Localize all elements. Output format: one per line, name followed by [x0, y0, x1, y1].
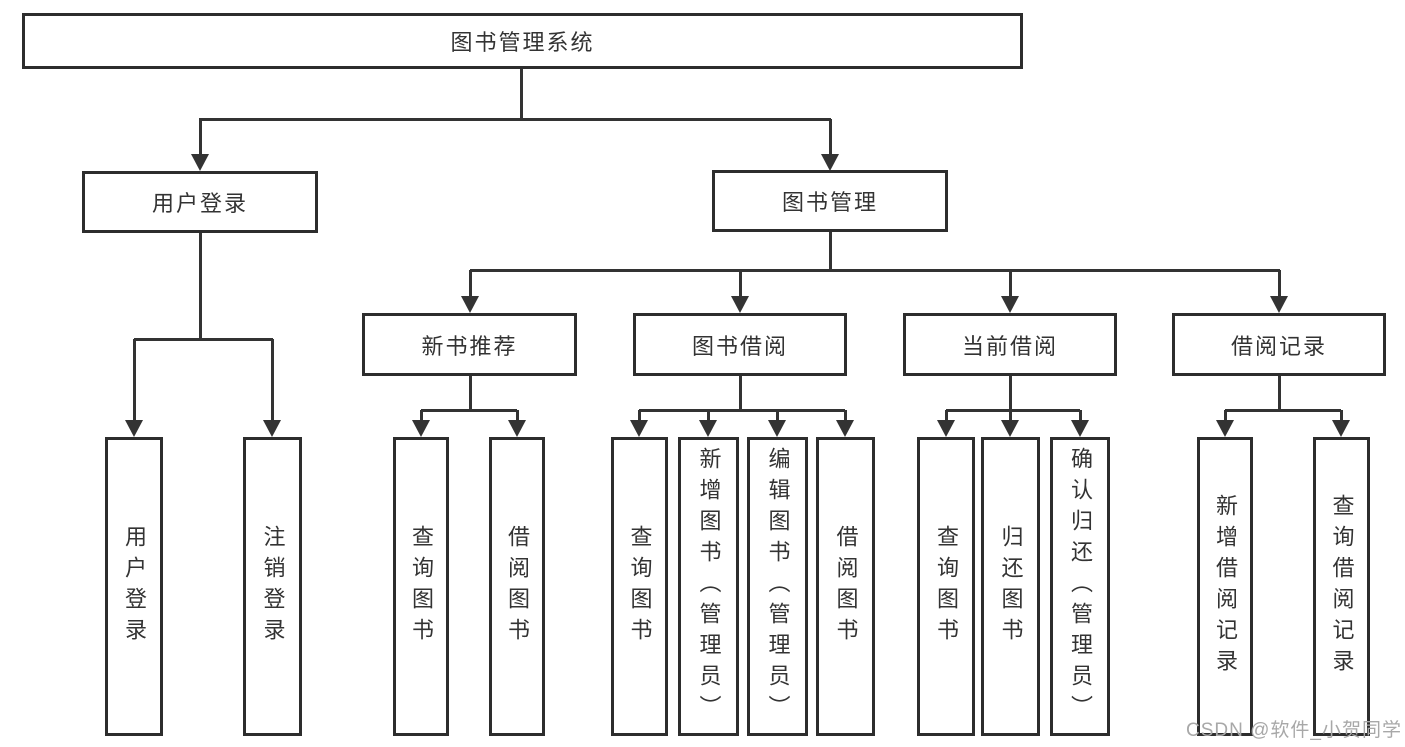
node-label: 图书管理系统	[450, 30, 595, 55]
arrow-head	[125, 420, 143, 437]
node-borrow-records: 借阅记录	[1172, 313, 1386, 376]
arrow-head	[263, 420, 281, 437]
leaf-add-book-admin: 新增图书（管理员）	[678, 437, 739, 736]
edge-line	[199, 118, 831, 121]
arrow-head	[461, 296, 479, 313]
arrow-head	[630, 420, 648, 437]
arrow-head	[836, 420, 854, 437]
edge-line	[946, 409, 1080, 412]
leaf-user-login: 用户登录	[105, 437, 163, 736]
arrow-head	[699, 420, 717, 437]
leaf-label: 查询图书	[409, 524, 434, 649]
node-label: 借阅记录	[1230, 333, 1327, 359]
leaf-borrow-books: 借阅图书	[816, 437, 875, 736]
leaf-label: 归还图书	[998, 524, 1024, 649]
edge-line	[1079, 410, 1082, 421]
leaf-edit-book-admin: 编辑图书（管理员）	[747, 437, 808, 736]
node-label: 新书推荐	[421, 333, 518, 359]
leaf-confirm-return-admin: 确认归还（管理员）	[1050, 437, 1110, 736]
node-label: 图书借阅	[691, 333, 788, 359]
leaf-label: 查询图书	[627, 524, 653, 649]
node-label: 当前借阅	[961, 333, 1058, 359]
edge-line	[776, 410, 779, 421]
edge-line	[420, 410, 423, 421]
leaf-label: 借阅图书	[505, 524, 530, 649]
arrow-head	[821, 154, 839, 171]
edge-line	[1225, 409, 1341, 412]
leaf-label: 查询图书	[934, 524, 959, 649]
node-library-system: 图书管理系统	[22, 13, 1023, 69]
leaf-label: 确认归还（管理员）	[1068, 447, 1093, 726]
arrow-head	[191, 154, 209, 171]
edge-line	[1009, 270, 1012, 297]
arrow-head	[412, 420, 430, 437]
edge-line	[520, 69, 523, 119]
edge-line	[199, 119, 202, 155]
node-label: 用户登录	[151, 191, 248, 216]
edge-line	[639, 409, 845, 412]
arrow-head	[731, 296, 749, 313]
node-new-book-recommend: 新书推荐	[362, 313, 577, 376]
edge-line	[739, 376, 742, 410]
leaf-query-books-recommend: 查询图书	[393, 437, 449, 736]
arrow-head	[1216, 420, 1234, 437]
edge-line	[421, 409, 517, 412]
leaf-logout: 注销登录	[243, 437, 302, 736]
csdn-watermark: CSDN @软件_小贺同学	[1186, 720, 1402, 741]
arrow-head	[768, 420, 786, 437]
leaf-label: 新增图书（管理员）	[696, 447, 722, 726]
edge-line	[829, 119, 832, 155]
edge-line	[134, 338, 273, 341]
leaf-label: 编辑图书（管理员）	[765, 447, 791, 726]
leaf-label: 新增借阅记录	[1213, 493, 1238, 680]
node-book-borrow: 图书借阅	[633, 313, 847, 376]
arrow-head	[937, 420, 955, 437]
edge-line	[516, 410, 519, 421]
leaf-label: 查询借阅记录	[1329, 493, 1355, 680]
edge-line	[945, 410, 948, 421]
edge-line	[1009, 376, 1012, 410]
leaf-label: 注销登录	[260, 524, 286, 649]
edge-line	[271, 339, 274, 421]
arrow-head	[1001, 420, 1019, 437]
node-current-borrow: 当前借阅	[903, 313, 1117, 376]
leaf-borrow-books-recommend: 借阅图书	[489, 437, 545, 736]
node-label: 图书管理	[781, 190, 878, 215]
edge-line	[1278, 270, 1281, 297]
node-book-management: 图书管理	[712, 170, 948, 232]
edge-line	[829, 232, 832, 270]
node-user-login: 用户登录	[82, 171, 318, 233]
leaf-label: 用户登录	[122, 524, 147, 649]
leaf-add-borrow-record: 新增借阅记录	[1197, 437, 1253, 736]
edge-line	[469, 270, 472, 297]
leaf-query-books-current: 查询图书	[917, 437, 975, 736]
edge-line	[844, 410, 847, 421]
edge-line	[739, 270, 742, 297]
arrow-head	[1001, 296, 1019, 313]
edge-line	[1278, 376, 1281, 410]
edge-line	[1224, 410, 1227, 421]
leaf-label: 借阅图书	[833, 524, 859, 649]
edge-line	[707, 410, 710, 421]
leaf-return-book: 归还图书	[981, 437, 1040, 736]
edge-line	[1009, 410, 1012, 421]
arrow-head	[1332, 420, 1350, 437]
edge-line	[133, 339, 136, 421]
edge-line	[199, 233, 202, 339]
edge-line	[1340, 410, 1343, 421]
arrow-head	[1270, 296, 1288, 313]
leaf-query-books-borrow: 查询图书	[611, 437, 668, 736]
edge-line	[638, 410, 641, 421]
edge-line	[469, 376, 472, 410]
arrow-head	[508, 420, 526, 437]
edge-line	[470, 269, 1280, 272]
arrow-head	[1071, 420, 1089, 437]
leaf-query-borrow-record: 查询借阅记录	[1313, 437, 1370, 736]
